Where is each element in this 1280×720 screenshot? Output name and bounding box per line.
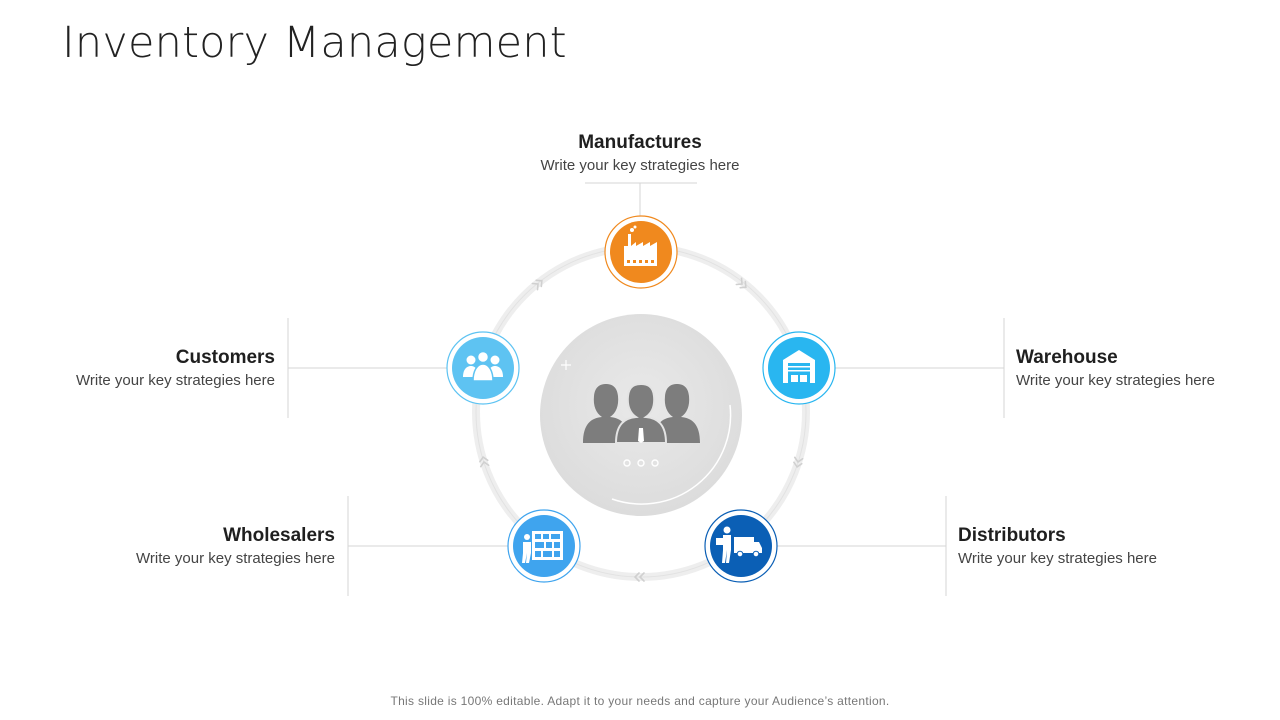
customers-title: Customers xyxy=(175,347,275,368)
connector-lines xyxy=(287,182,1005,596)
pagination-dots xyxy=(623,459,659,467)
node-warehouse xyxy=(762,331,836,405)
customers-text: Write your key strategies here xyxy=(76,372,275,389)
cycle-arrows xyxy=(479,277,804,582)
warehouse-title: Warehouse xyxy=(1016,347,1118,368)
distributors-text: Write your key strategies here xyxy=(958,550,1157,567)
node-customers xyxy=(446,331,520,405)
label-manufactures: Manufactures Write your key strategies h… xyxy=(440,132,840,174)
business-team-icon xyxy=(583,382,700,444)
node-wholesalers xyxy=(507,509,581,583)
manufactures-title: Manufactures xyxy=(578,132,702,153)
manufactures-text: Write your key strategies here xyxy=(540,157,740,174)
label-wholesalers: Wholesalers Write your key strategies he… xyxy=(0,525,335,567)
node-distributors xyxy=(704,509,778,583)
label-customers: Customers Write your key strategies here xyxy=(0,347,275,389)
footer-note: This slide is 100% editable. Adapt it to… xyxy=(390,694,890,708)
wholesale-shelf-icon xyxy=(522,531,563,563)
delivery-van-icon xyxy=(716,526,762,563)
wholesalers-title: Wholesalers xyxy=(223,525,335,546)
factory-icon xyxy=(624,225,657,266)
center-hub xyxy=(540,314,742,516)
warehouse-icon xyxy=(783,350,815,383)
wholesalers-text: Write your key strategies here xyxy=(136,550,335,567)
page-title: Inventory Management xyxy=(62,18,567,68)
label-warehouse: Warehouse Write your key strategies here xyxy=(1016,347,1276,389)
distributors-title: Distributors xyxy=(958,525,1066,546)
people-group-icon xyxy=(463,350,503,382)
node-manufactures xyxy=(604,215,678,289)
warehouse-text: Write your key strategies here xyxy=(1016,372,1215,389)
label-distributors: Distributors Write your key strategies h… xyxy=(958,525,1258,567)
